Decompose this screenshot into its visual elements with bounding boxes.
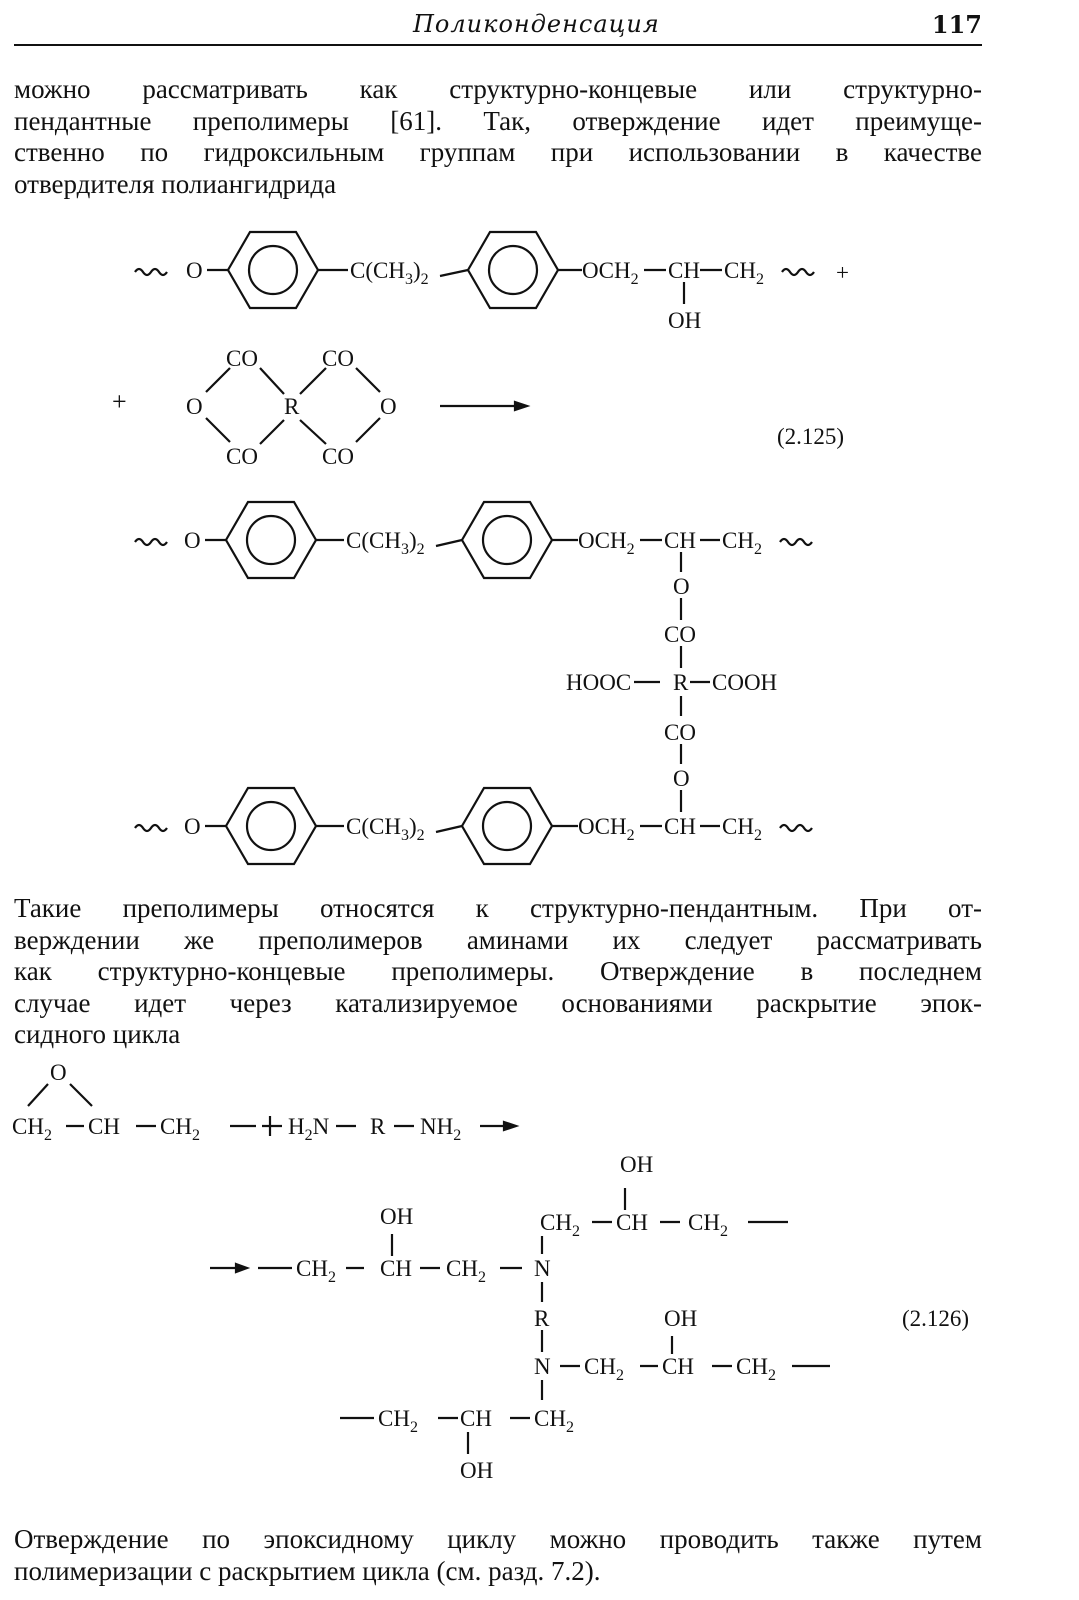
atom-label: CO xyxy=(226,346,258,371)
atom-label: CO xyxy=(226,444,258,469)
atom-label: O xyxy=(673,766,690,791)
text-line: ственно по гидроксильным группам при исп… xyxy=(14,137,982,167)
page-header: Поликонденсация 117 xyxy=(14,8,982,46)
plus-sign: + xyxy=(836,260,849,285)
atom-label: N xyxy=(534,1354,551,1379)
text-line: Такие преполимеры относятся к структурно… xyxy=(14,893,982,923)
atom-label: N xyxy=(534,1256,551,1281)
atom-label: CH xyxy=(616,1210,648,1235)
text-line: полимеризации с раскрытием цикла (см. ра… xyxy=(14,1555,601,1586)
atom-label: R xyxy=(284,394,300,419)
atom-label: R xyxy=(370,1114,386,1139)
atom-label: OCH2 xyxy=(582,258,639,288)
atom-label: R xyxy=(534,1306,550,1331)
atom-label: CH2 xyxy=(446,1256,486,1286)
atom-label: H2N xyxy=(288,1114,330,1144)
atom-label: O xyxy=(184,814,201,839)
atom-label: CH xyxy=(662,1354,694,1379)
atom-label: CH2 xyxy=(378,1406,418,1436)
atom-label: OH xyxy=(620,1152,653,1177)
text-line: можно рассматривать как структурно-конце… xyxy=(14,74,982,104)
atom-label: O xyxy=(184,528,201,553)
text-line: Отверждение по эпоксидному циклу можно п… xyxy=(14,1524,982,1554)
atom-label: OH xyxy=(460,1458,493,1483)
atom-label: OCH2 xyxy=(578,528,635,558)
atom-label: CH xyxy=(88,1114,120,1139)
atom-label: C(CH3)2 xyxy=(346,528,425,558)
bisphenol-chain-3 xyxy=(134,786,813,866)
atom-label: CH2 xyxy=(722,814,762,844)
atom-label: OH xyxy=(380,1204,413,1229)
text-line: сидного цикла xyxy=(14,1019,181,1049)
plus-sign: + xyxy=(112,387,127,416)
arrow-head xyxy=(513,400,531,412)
equation-number-2-125: (2.125) xyxy=(777,424,845,449)
text-line: случае идет через катализируемое основан… xyxy=(14,987,982,1018)
bisphenol-chain-2 xyxy=(134,500,813,812)
atom-label: O xyxy=(50,1060,67,1085)
atom-label: CH xyxy=(460,1406,492,1431)
text-line: отвердителя полиангидрида xyxy=(14,168,337,199)
atom-label: NH2 xyxy=(420,1114,461,1144)
atom-label: CH2 xyxy=(688,1210,728,1240)
dianhydride xyxy=(205,367,381,445)
atom-label: CH2 xyxy=(722,528,762,558)
atom-label: CO xyxy=(322,346,354,371)
atom-label: CH2 xyxy=(534,1406,574,1436)
paragraph-ring-opening: Отверждение по эпоксидному циклу можно п… xyxy=(14,1524,982,1587)
atom-label: CH2 xyxy=(12,1114,52,1144)
page-number: 117 xyxy=(931,10,982,39)
text-line: верждении же преполимеров аминами их сле… xyxy=(14,924,982,955)
atom-label: O xyxy=(186,258,203,283)
atom-label: CH2 xyxy=(584,1354,624,1384)
atom-label: CH2 xyxy=(724,258,764,288)
atom-label: C(CH3)2 xyxy=(350,258,429,288)
atom-label: CH xyxy=(380,1256,412,1281)
atom-label: OH xyxy=(664,1306,697,1331)
atom-label: CH2 xyxy=(296,1256,336,1286)
atom-label: CH xyxy=(664,528,696,553)
atom-label: O xyxy=(673,574,690,599)
atom-label: CO xyxy=(664,622,696,647)
atom-label: CH xyxy=(664,814,696,839)
atom-label: CO xyxy=(664,720,696,745)
bisphenol-chain-1 xyxy=(134,230,815,310)
atom-label: CH2 xyxy=(540,1210,580,1240)
atom-label: OCH2 xyxy=(578,814,635,844)
running-title: Поликонденсация xyxy=(413,10,660,38)
atom-label: O xyxy=(380,394,397,419)
text-line: пендантные преполимеры [61]. Так, отверж… xyxy=(14,105,982,136)
equation-number-2-126: (2.126) xyxy=(902,1306,970,1331)
paragraph-prepolymers: Такие преполимеры относятся к структурно… xyxy=(14,893,982,1051)
atom-label: COOH xyxy=(712,670,777,695)
atom-label: OH xyxy=(668,308,701,333)
atom-label: CH2 xyxy=(160,1114,200,1144)
atom-label: CO xyxy=(322,444,354,469)
atom-label: CH2 xyxy=(736,1354,776,1384)
text-line: как структурно-концевые преполимеры. Отв… xyxy=(14,956,982,986)
atom-label: C(CH3)2 xyxy=(346,814,425,844)
atom-label: O xyxy=(186,394,203,419)
atom-label: CH xyxy=(668,258,700,283)
epoxide-amine-scheme xyxy=(27,1083,830,1454)
paragraph-intro: можно рассматривать как структурно-конце… xyxy=(14,74,982,200)
atom-label: R xyxy=(673,670,689,695)
atom-label: HOOC xyxy=(566,670,631,695)
